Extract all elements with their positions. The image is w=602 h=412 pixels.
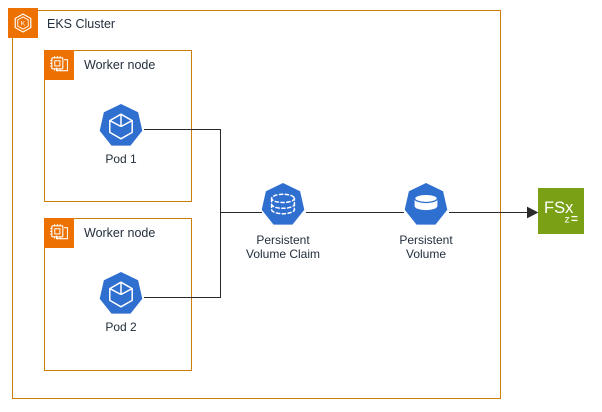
svg-text:K: K: [21, 20, 26, 27]
pod-heptagon-cube-glyph: [99, 272, 143, 314]
pod-2-label: Pod 2: [105, 320, 137, 334]
persistent-volume-label: Persistent Volume: [399, 233, 453, 261]
cpu-chip-glyph: [50, 56, 68, 72]
fsx-wordmark-glyph: FSx z: [544, 199, 578, 226]
persistent-volume-claim-label: Persistent Volume Claim: [245, 233, 321, 261]
pod-1-label: Pod 1: [105, 152, 137, 166]
connector-junction-to-pvc: [220, 212, 262, 214]
arrowhead-icon: [527, 206, 539, 219]
worker-node-icon: [44, 50, 74, 80]
worker-node-1-label: Worker node: [84, 58, 156, 72]
connector-pv-to-fsx: [449, 212, 531, 214]
connector-junction-vertical: [220, 129, 222, 298]
persistent-volume-claim-icon: [258, 180, 308, 230]
connector-pvc-to-pv: [306, 212, 404, 214]
worker-node-2-group-box: [44, 218, 192, 371]
connector-pod2-to-junction: [144, 297, 221, 299]
eks-cluster-icon: K: [8, 8, 38, 38]
kubernetes-pod-icon: [96, 269, 146, 319]
svg-text:z: z: [565, 214, 570, 226]
arrow-right-glyph: [527, 206, 539, 219]
pv-heptagon-cylinder-glyph: [404, 183, 448, 225]
worker-node-1-group-box: [44, 50, 192, 202]
pvc-heptagon-dashed-cylinder-glyph: [261, 183, 305, 225]
eks-hexagon-k-glyph: K: [14, 13, 32, 33]
eks-cluster-group-box: [12, 10, 501, 399]
amazon-fsx-icon: FSx z: [538, 188, 584, 234]
connector-pod1-to-junction: [144, 129, 221, 131]
eks-cluster-label: EKS Cluster: [47, 17, 116, 31]
worker-node-icon: [44, 218, 74, 248]
persistent-volume-icon: [401, 180, 451, 230]
kubernetes-pod-icon: [96, 101, 146, 151]
worker-node-2-label: Worker node: [84, 226, 156, 240]
cpu-chip-glyph: [50, 224, 68, 240]
pod-heptagon-cube-glyph: [99, 104, 143, 146]
svg-text:FSx: FSx: [544, 199, 574, 217]
